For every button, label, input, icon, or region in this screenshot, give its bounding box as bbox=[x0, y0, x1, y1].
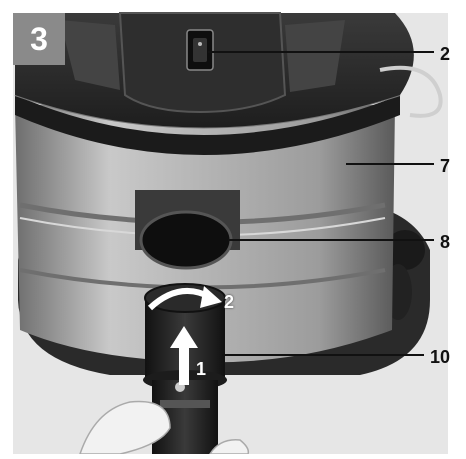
suction-inlet bbox=[139, 210, 233, 270]
callout-label-suction-inlet: 8 bbox=[440, 232, 451, 252]
push-arrow bbox=[179, 345, 189, 385]
step-number: 3 bbox=[30, 21, 48, 57]
push-step-number: 1 bbox=[196, 359, 207, 379]
rotate-step-number: 2 bbox=[224, 292, 235, 312]
callout-label-hose-connector: 10 bbox=[430, 347, 451, 367]
hand bbox=[78, 400, 171, 455]
callout-label-container: 7 bbox=[440, 156, 451, 176]
step-badge: 3 bbox=[13, 13, 65, 65]
callout-label-power-switch: 2 bbox=[440, 44, 451, 64]
